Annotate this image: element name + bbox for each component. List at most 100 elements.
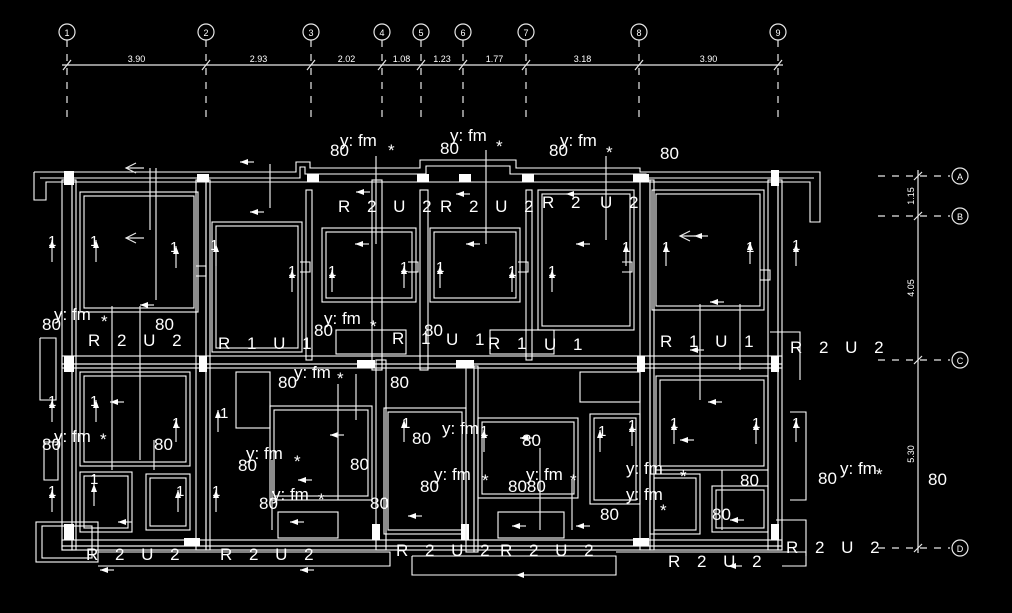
arrow-head [690,347,698,353]
column [633,538,649,546]
dimension-text: 3.90 [128,54,146,64]
arrow-head [49,240,55,248]
number-one: 1 [746,239,754,256]
number-one: 1 [436,259,444,276]
arrow-head [671,422,677,430]
room-code: R 2 U 2 [338,197,438,216]
arrow-head [728,563,736,569]
grid-label-9: 9 [775,28,780,38]
asterisk: * [388,141,395,160]
column [459,174,471,182]
number-80: 80 [42,315,61,334]
wall-segment [61,363,783,369]
fm-label: y: fm [526,465,563,484]
arrow-head [330,432,338,438]
column [357,360,375,368]
column [64,524,74,540]
room-outline [711,485,769,533]
room-outline [651,189,765,311]
number-one: 1 [48,393,56,410]
number-80: 80 [440,139,459,158]
fm-label: y: fm [560,131,597,150]
number-one: 1 [210,237,218,254]
arrow-head [91,484,97,492]
number-one: 1 [670,415,678,432]
arrow-head [747,242,753,250]
number-one: 1 [90,233,98,250]
number-80: 80 [712,505,731,524]
arrow-head [240,159,248,165]
number-one: 1 [90,471,98,488]
room-outline [335,329,407,355]
grid-label-2: 2 [203,28,208,38]
arrow-head [49,490,55,498]
fm-label: y: fm [442,419,479,438]
room-code: R 1 [392,329,436,348]
number-one: 1 [220,405,228,422]
arrow-head [356,189,364,195]
room-outline [277,511,339,539]
room-outline [481,421,575,495]
column [199,356,207,372]
fm-label: y: fm [246,444,283,463]
column [633,174,649,182]
wall [33,159,821,223]
wall [43,441,59,481]
column [771,524,779,540]
arrow-head [566,191,574,197]
asterisk: * [570,471,577,490]
room-code: R 2 U 2 [500,541,600,560]
room-outline [79,191,199,313]
room-code: R 2 U 2 [220,545,320,564]
grid-label-B: B [957,212,963,222]
grid-label-7: 7 [523,28,528,38]
number-80: 80 [390,373,409,392]
arrow-head [708,399,716,405]
grid-label-C: C [957,356,964,366]
dimension-text: 2.02 [338,54,356,64]
number-one: 1 [402,415,410,432]
fm-label: y: fm [294,363,331,382]
number-80: 80 [928,470,947,489]
number-one: 1 [400,259,408,276]
number-one: 1 [598,423,606,440]
fm-label: y: fm [434,465,471,484]
column [417,174,429,182]
room-code: U 1 [446,330,490,349]
room-code: R 1 U 1 [660,332,760,351]
number-one: 1 [792,415,800,432]
arrow-head [49,400,55,408]
room-outline [83,195,195,309]
wall [411,555,617,576]
room-outline [429,227,521,303]
arrow-head [597,430,603,438]
number-one: 1 [90,393,98,410]
arrow-head [753,422,759,430]
door-notch [760,269,771,281]
wall-segment [419,189,429,371]
fm-label: y: fm [272,485,309,504]
fm-label: y: fm [840,459,877,478]
room-outline [387,411,463,531]
door-notch [518,261,529,273]
asterisk: * [876,465,883,484]
dimension-text: 5.30 [906,445,916,463]
arrow-head [663,244,669,252]
column [771,356,779,372]
dimension-text: 2.93 [250,54,268,64]
wall [770,331,801,380]
grid-bubble-D [951,539,969,557]
room-outline [653,477,697,531]
grid-label-5: 5 [418,28,423,38]
grid-label-3: 3 [308,28,313,38]
column [637,356,645,372]
room-outline [655,375,769,471]
room-code: R 2 U 2 [668,552,768,571]
column [771,170,779,186]
arrow-head [213,244,219,252]
dimension-text: 4.05 [906,279,916,297]
fm-label: y: fm [626,485,663,504]
room-outline [537,189,635,331]
fm-label: y: fm [54,305,91,324]
